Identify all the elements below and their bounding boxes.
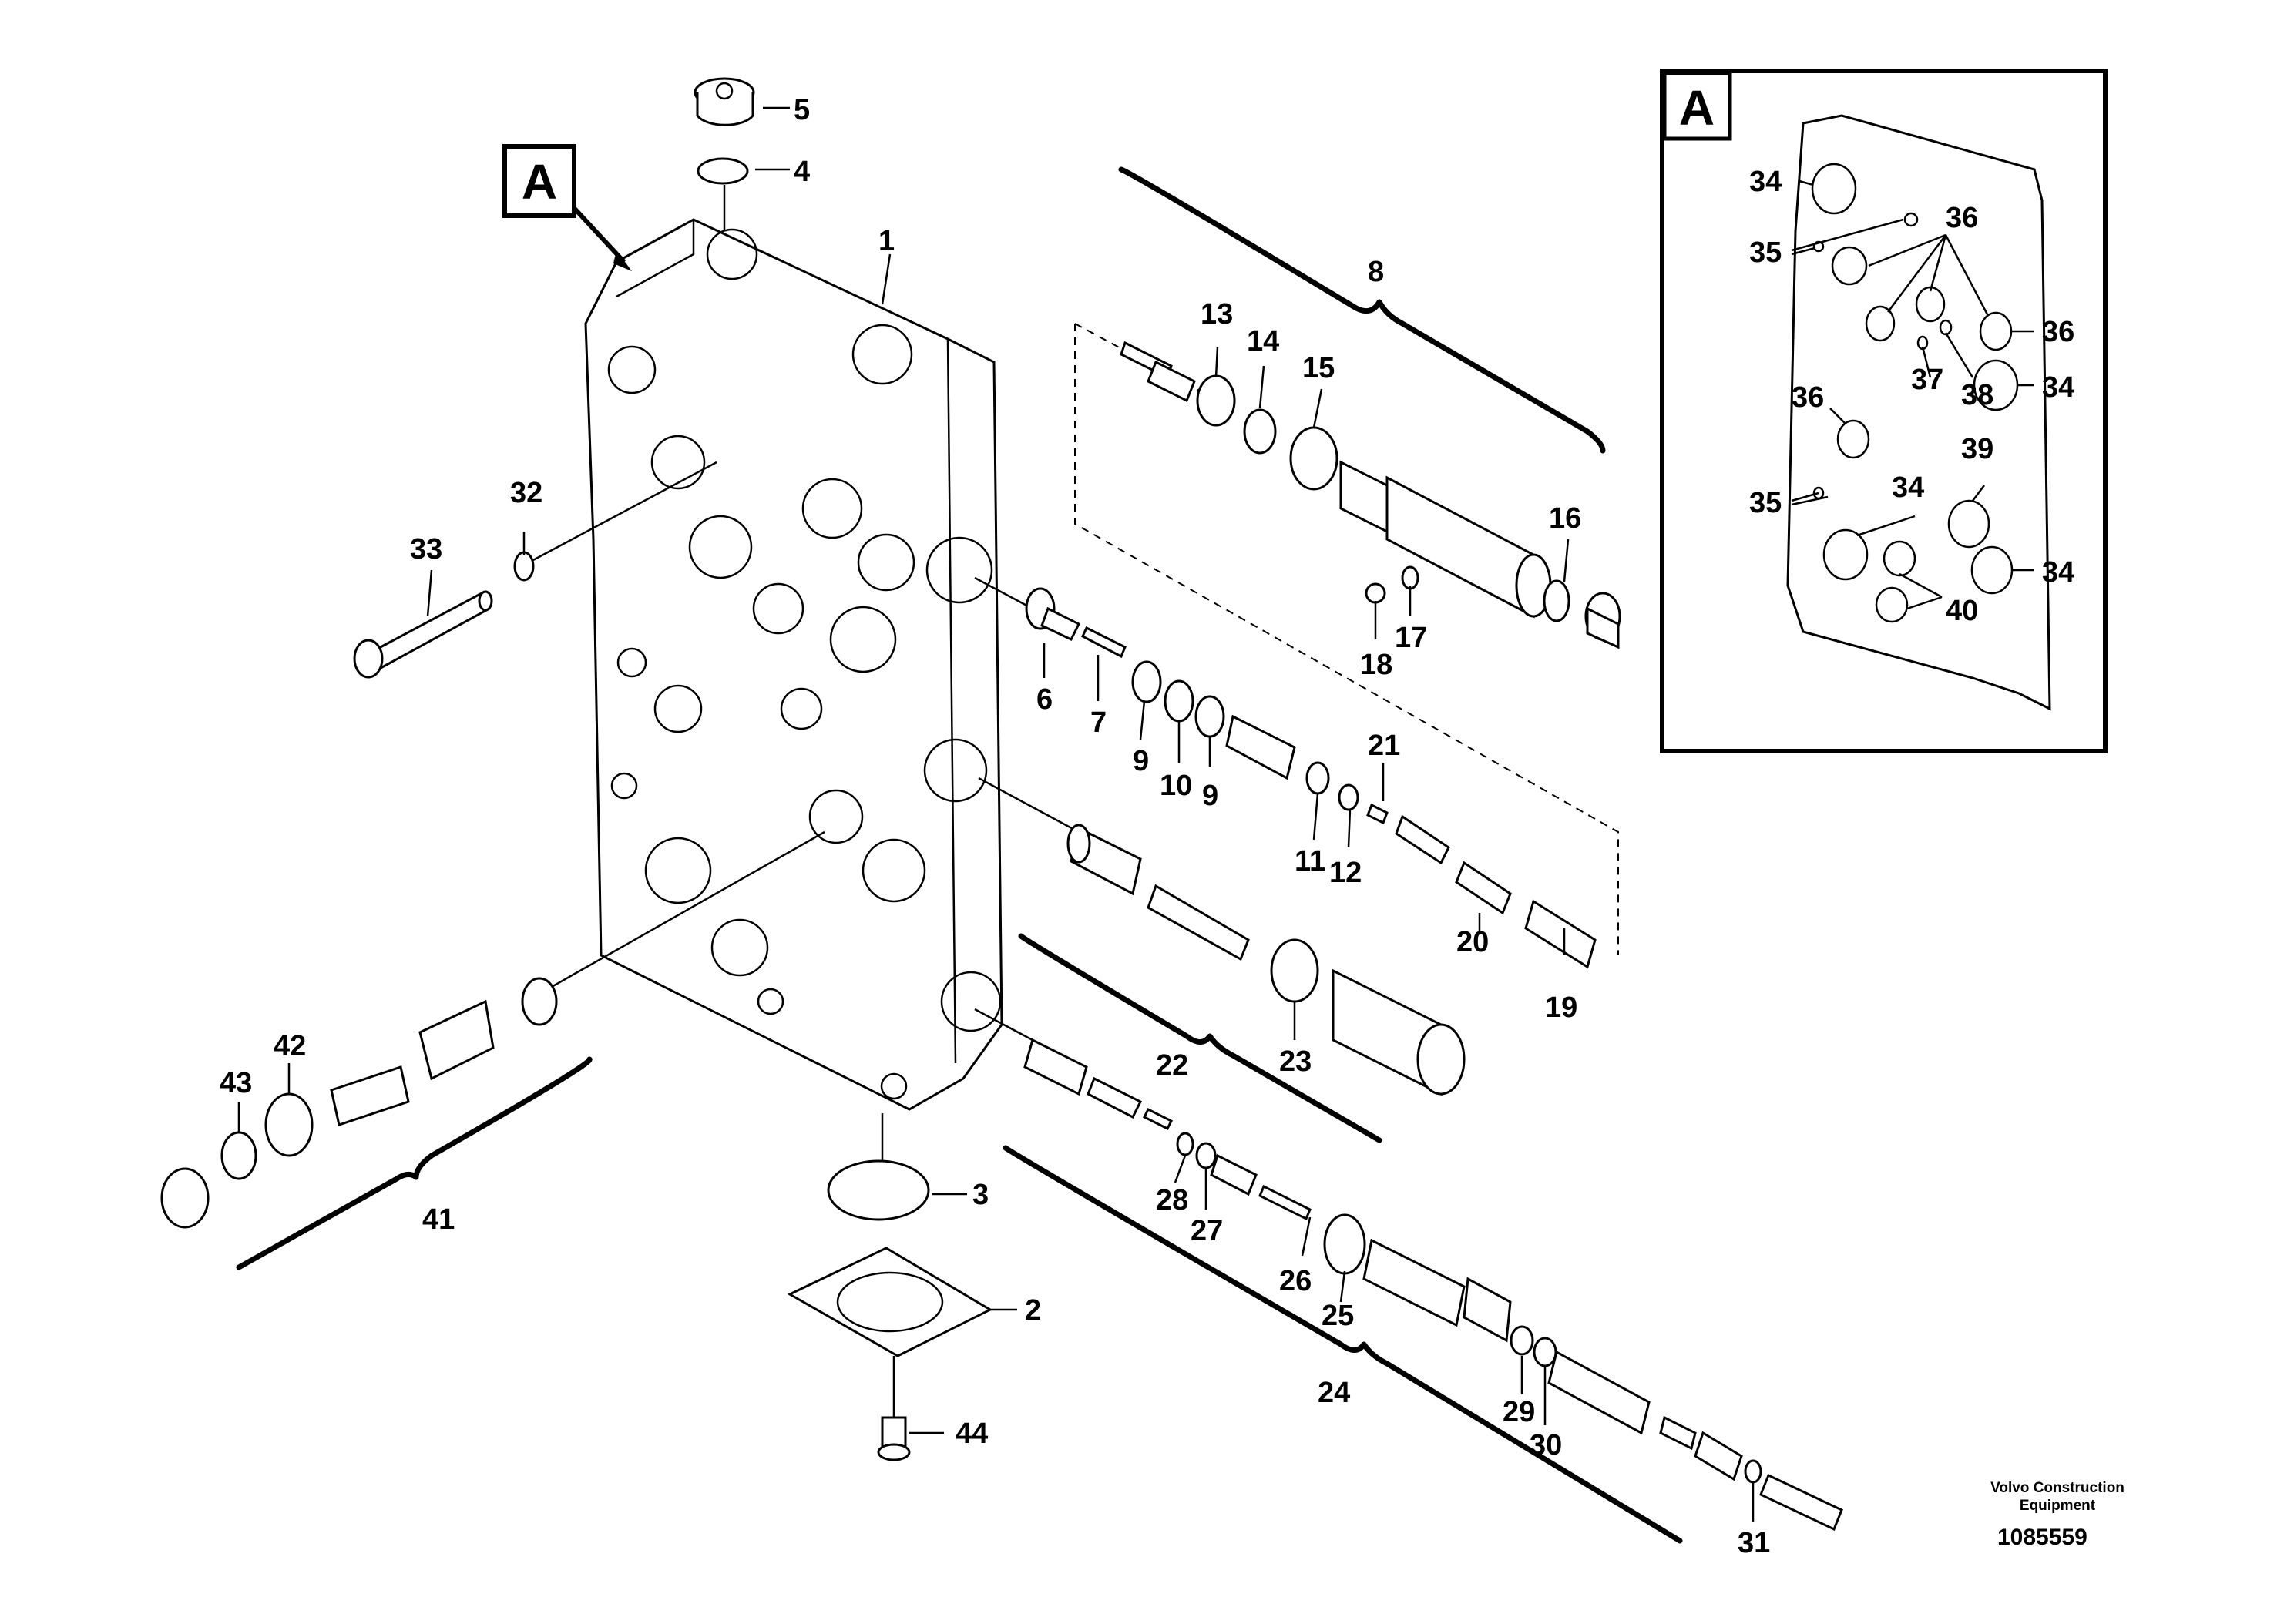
callout-13: 13 bbox=[1201, 298, 1233, 331]
callout-30: 30 bbox=[1530, 1429, 1562, 1461]
callout-33: 33 bbox=[410, 533, 442, 565]
inset-callout-39: 39 bbox=[1961, 433, 1993, 465]
inset-callout-36-a: 36 bbox=[1946, 202, 1978, 234]
footer: Volvo Construction Equipment 1085559 bbox=[1990, 1480, 2124, 1550]
callout-28: 28 bbox=[1156, 1184, 1188, 1216]
inset-callout-38: 38 bbox=[1961, 379, 1993, 411]
inset-callout-35-a: 35 bbox=[1749, 237, 1782, 269]
callout-18: 18 bbox=[1360, 649, 1392, 681]
callout-5: 5 bbox=[794, 94, 810, 126]
callout-9-b: 9 bbox=[1202, 780, 1218, 812]
inset-callout-34-d: 34 bbox=[2042, 556, 2074, 589]
callout-7: 7 bbox=[1090, 706, 1107, 739]
callout-24: 24 bbox=[1318, 1377, 1350, 1409]
inset-callout-34-b: 34 bbox=[2042, 371, 2074, 404]
company-subtitle: Equipment bbox=[2020, 1498, 2096, 1514]
callout-labels: 5 4 1 32 33 6 7 8 13 14 15 16 17 18 9 10… bbox=[220, 94, 1770, 1559]
leader-lines bbox=[237, 106, 1755, 1522]
callout-12: 12 bbox=[1329, 857, 1362, 889]
callout-44: 44 bbox=[956, 1418, 988, 1450]
plate-part-2 bbox=[787, 1247, 993, 1357]
bolt-part-44 bbox=[877, 1416, 911, 1461]
view-a-label: A bbox=[522, 154, 557, 210]
drawing-number: 1085559 bbox=[1997, 1525, 2087, 1550]
callout-16: 16 bbox=[1549, 502, 1581, 535]
callout-25: 25 bbox=[1322, 1300, 1354, 1332]
brace-group-24 bbox=[1003, 1145, 1683, 1544]
callout-9-a: 9 bbox=[1133, 745, 1149, 777]
o-ring-part-3 bbox=[827, 1159, 930, 1221]
check-valve-parts bbox=[160, 977, 558, 1229]
inset-view-label: A bbox=[1679, 80, 1715, 136]
callout-23: 23 bbox=[1279, 1045, 1312, 1078]
callout-4: 4 bbox=[794, 156, 810, 188]
callout-22: 22 bbox=[1156, 1049, 1188, 1082]
middle-spool-parts bbox=[1025, 587, 1597, 969]
callout-10: 10 bbox=[1160, 770, 1192, 802]
brace-group-8 bbox=[1118, 166, 1606, 454]
callout-17: 17 bbox=[1395, 622, 1427, 654]
callout-2: 2 bbox=[1025, 1294, 1041, 1327]
inset-callout-37: 37 bbox=[1911, 364, 1943, 396]
callout-27: 27 bbox=[1191, 1215, 1223, 1247]
callout-15: 15 bbox=[1302, 352, 1335, 384]
spool-part-8-parts bbox=[1120, 341, 1621, 649]
callout-8: 8 bbox=[1368, 256, 1384, 288]
callout-29: 29 bbox=[1503, 1396, 1535, 1428]
inset-callout-34-c: 34 bbox=[1892, 471, 1924, 504]
company-name: Volvo Construction bbox=[1990, 1480, 2124, 1496]
brace-group-22 bbox=[1018, 933, 1382, 1143]
callout-3: 3 bbox=[972, 1179, 989, 1211]
inset-callout-36-c: 36 bbox=[1792, 381, 1824, 414]
callout-6: 6 bbox=[1036, 683, 1053, 716]
inset-callout-35-b: 35 bbox=[1749, 487, 1782, 519]
callout-42: 42 bbox=[274, 1030, 306, 1062]
callout-11: 11 bbox=[1295, 845, 1325, 877]
callout-1: 1 bbox=[878, 225, 895, 257]
inset-callout-40: 40 bbox=[1946, 595, 1978, 627]
relief-valve-parts bbox=[1066, 824, 1466, 1096]
plug-part-5 bbox=[694, 77, 755, 126]
callout-26: 26 bbox=[1279, 1265, 1312, 1297]
bolt-part-33 bbox=[353, 590, 493, 679]
callout-21: 21 bbox=[1368, 730, 1400, 762]
callout-41: 41 bbox=[422, 1203, 455, 1236]
callout-20: 20 bbox=[1456, 926, 1489, 958]
callout-14: 14 bbox=[1247, 325, 1279, 357]
o-ring-part-4 bbox=[697, 157, 749, 185]
view-a-marker: A bbox=[502, 144, 632, 271]
inset-callout-34-a: 34 bbox=[1749, 166, 1782, 198]
callout-31: 31 bbox=[1738, 1527, 1770, 1559]
washer-part-32 bbox=[513, 551, 535, 582]
callout-32: 32 bbox=[510, 477, 542, 509]
callout-19: 19 bbox=[1545, 992, 1577, 1024]
callout-43: 43 bbox=[220, 1067, 252, 1099]
valve-body bbox=[584, 218, 1003, 1111]
group-8-outline bbox=[1074, 323, 1619, 955]
inset-view-a: A bbox=[1660, 69, 2108, 753]
brace-group-41 bbox=[236, 1056, 593, 1270]
inset-callout-36-b: 36 bbox=[2042, 316, 2074, 348]
lower-valve-parts bbox=[1023, 1038, 1843, 1532]
